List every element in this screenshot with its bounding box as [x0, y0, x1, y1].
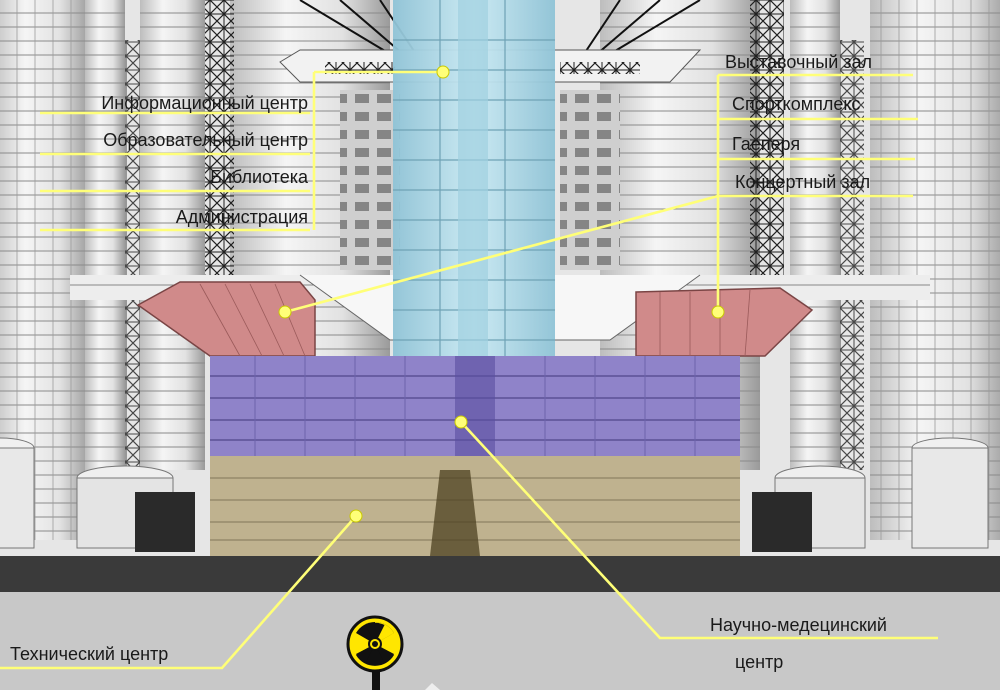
leader-technical [0, 515, 357, 670]
label-medical-center-line2: центр [735, 652, 784, 672]
leader-concert-to-wing [284, 194, 719, 314]
leader-lines [0, 70, 938, 670]
label-education-center: Образовательный центр [103, 130, 308, 150]
silos-foreground [0, 0, 1000, 540]
dot-right-wing [711, 305, 725, 319]
label-library: Библиотека [210, 167, 308, 187]
dot-khaki [349, 509, 363, 523]
dot-purple [454, 415, 468, 429]
label-sports-complex: Спорткомплекс [732, 94, 861, 114]
label-gallery: Гаеперя [732, 134, 801, 154]
purple-block [210, 356, 740, 456]
ground-section [0, 556, 1000, 690]
label-administration: Администрация [175, 207, 308, 227]
storage-tanks [0, 437, 989, 552]
pink-wing-right [635, 287, 814, 357]
leader-medical [460, 421, 938, 640]
leader-dots [278, 65, 725, 523]
glass-tower [393, 0, 555, 360]
label-technical-center: Технический центр [10, 644, 169, 664]
radiation-icon [346, 615, 404, 673]
label-medical-center-line1: Научно-медецинский [710, 615, 887, 635]
label-concert-hall: Концертный зал [735, 172, 871, 192]
label-exhibition-hall: Выставочный зал [725, 52, 873, 72]
khaki-block [210, 456, 740, 556]
label-info-center: Информационный центр [101, 93, 308, 113]
dot-tower [436, 65, 450, 79]
inner-buildings [340, 90, 620, 270]
dot-left-wing [278, 305, 292, 319]
